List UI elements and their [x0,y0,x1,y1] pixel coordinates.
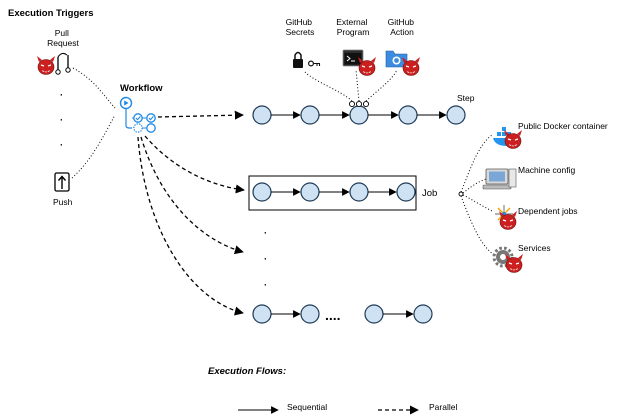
pull-request-label: Pull Request [47,28,79,48]
services-label: Services [518,243,551,253]
legend-title: Execution Flows: [208,366,286,377]
devil-icon [357,56,377,77]
step-node [300,304,320,324]
parallel-arrow-job-4 [137,136,244,316]
ellipsis-dot-2: · [60,115,63,126]
step-node [349,182,369,202]
terminal-icon [342,49,364,67]
step-node [252,105,272,125]
dep-link-machine [462,177,491,194]
github-action-label: GitHub Action [388,17,417,37]
step-node [364,304,384,324]
external-program-label: External Program [336,17,370,37]
action-link [365,69,398,102]
push-icon [54,172,70,192]
ellipsis-dot-3: · [60,140,63,151]
lock-key-icon [293,51,321,68]
computer-icon [482,168,517,190]
step-node [446,105,466,125]
job-row-last [252,304,433,324]
machine-label: Machine config [518,165,575,175]
job-row-2 [252,182,416,202]
legend-parallel-label: Parallel [429,402,457,412]
pull-request-icon [55,52,71,75]
workflow-label: Workflow [120,83,163,94]
dep-link-dependent [462,194,493,212]
devil-icon [504,253,524,274]
trigger-to-workflow-bottom [71,114,116,179]
step-node [413,304,433,324]
docker-label: Public Docker container [518,121,608,131]
github-action-folder-icon [385,50,408,68]
job-row-1 [252,105,466,125]
parallel-arrow-job-1 [157,110,244,120]
step-node [300,182,320,202]
devil-icon [503,129,523,150]
step-node [398,105,418,125]
parallel-arrow-job-3 [140,136,244,255]
dependent-label: Dependent jobs [518,206,578,216]
horizontal-ellipsis: .... [325,307,341,323]
step-node [300,105,320,125]
dep-link-services [460,195,494,255]
ellipsis-dot-1: · [60,90,63,101]
legend-sequential-label: Sequential [287,402,327,412]
workflow-icon [119,96,156,133]
job-label: Job [422,188,437,199]
parallel-arrow-job-2 [144,135,245,194]
devil-icon [36,55,56,76]
step-node [396,182,416,202]
dep-link-docker [460,134,493,193]
ellipsis-dot-5: · [264,254,267,265]
ellipsis-dot-6: · [264,280,267,291]
step-node [252,304,272,324]
push-label: Push [53,197,73,207]
github-secrets-label: GitHub Secrets [286,17,315,37]
step-label: Step [457,93,475,103]
secret-link [304,71,353,102]
gear-icon [492,246,514,268]
job-box [248,175,417,211]
program-link [355,69,360,102]
triggers-title: Execution Triggers [8,8,94,19]
step-node [349,105,369,125]
ellipsis-dot-4: · [264,228,267,239]
step-node [252,182,272,202]
devil-icon [401,56,421,77]
trigger-to-workflow-top [72,67,116,109]
